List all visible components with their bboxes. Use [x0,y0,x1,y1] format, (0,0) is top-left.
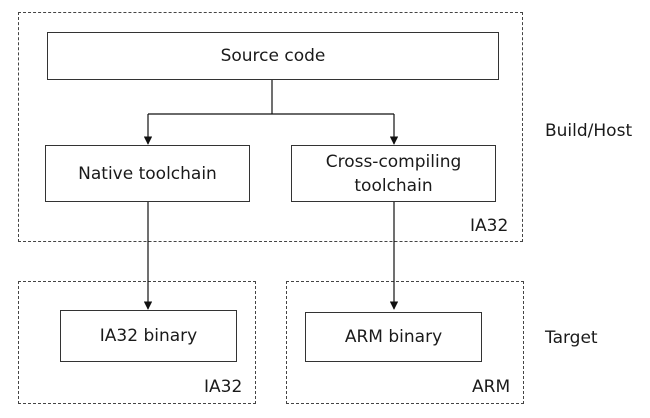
left-target-arch-label: IA32 [204,377,243,397]
source-code-label: Source code [220,46,326,66]
target-side-label: Target [545,328,598,348]
native-toolchain-label: Native toolchain [78,163,217,184]
host-arch-label: IA32 [470,216,509,236]
cross-toolchain-node: Cross-compiling toolchain [291,145,496,202]
edge-source-to-toolchains [143,80,399,145]
right-target-arch-label: ARM [472,377,511,397]
cross-toolchain-label-line2: toolchain [354,175,433,196]
target-region-arm [286,281,524,404]
cross-toolchain-label-line1: Cross-compiling [325,151,462,172]
source-code-node: Source code [47,32,499,80]
arm-binary-node: ARM binary [305,312,482,362]
build-host-region [18,12,523,242]
target-region-ia32 [18,281,256,404]
arm-binary-label: ARM binary [344,327,443,347]
ia32-binary-node: IA32 binary [60,310,237,362]
build-host-side-label: Build/Host [545,121,633,141]
ia32-binary-label: IA32 binary [99,326,198,346]
native-toolchain-node: Native toolchain [45,145,250,202]
edge-toolchains-to-binaries [143,202,399,310]
